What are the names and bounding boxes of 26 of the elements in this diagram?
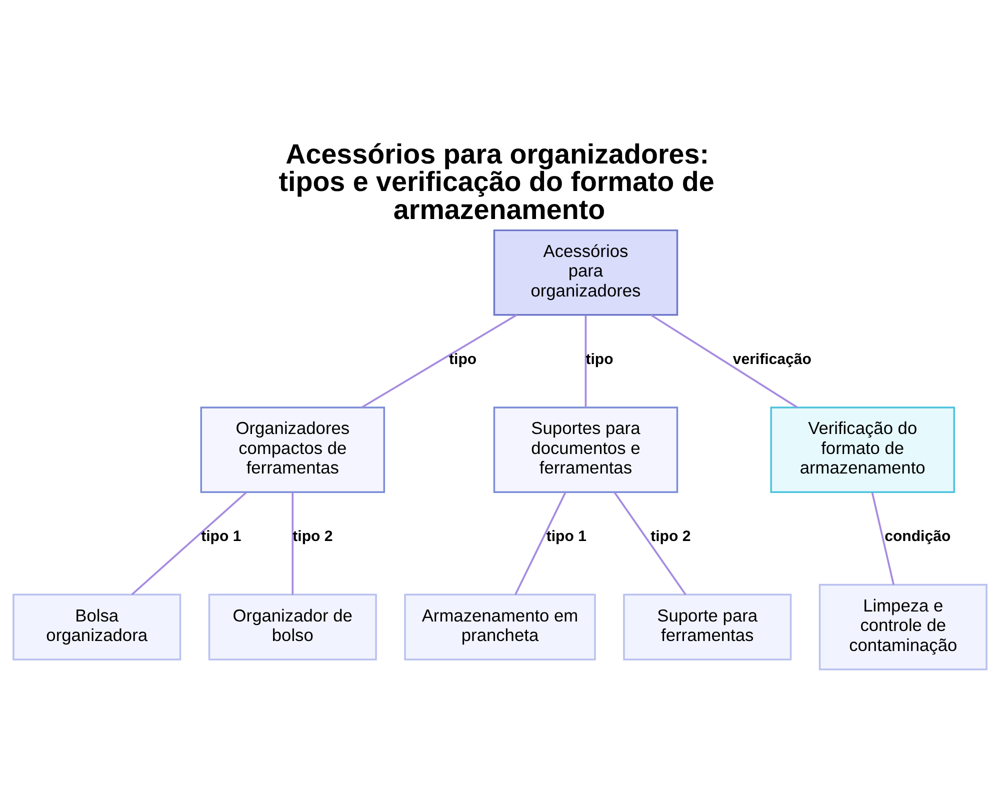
edge-label: tipo — [586, 350, 614, 368]
connector — [650, 314, 798, 408]
edge-label: verificação — [732, 350, 812, 368]
connector — [131, 491, 247, 595]
connector — [584, 314, 587, 408]
node-box: Limpeza e controle de contaminação — [818, 583, 988, 670]
connector — [871, 492, 895, 584]
diagram-title: Acessórios para organizadores: tipos e verificação do formato de armazenamento — [278, 138, 714, 224]
node-box: Armazenamento em prancheta — [404, 593, 596, 660]
node-box: Organizadores compactos de ferramentas — [200, 406, 386, 492]
edge-label: condição — [884, 528, 951, 545]
edge-label: tipo 2 — [650, 528, 691, 545]
node-box: Suportes para documentos e ferramentas — [493, 406, 678, 492]
node-box: Organizador de bolso — [208, 593, 377, 660]
edge-label: tipo 2 — [292, 528, 333, 545]
edge-label: tipo 1 — [546, 528, 586, 545]
node-box: Suporte para ferramentas — [623, 593, 792, 660]
node-box: Acessórios para organizadores — [493, 228, 678, 316]
connector — [514, 492, 566, 595]
connector — [614, 491, 686, 595]
edge-label: tipo — [449, 350, 477, 368]
connector — [292, 492, 294, 594]
connector — [361, 314, 518, 408]
node-box: Verificação do formato de armazenamento — [770, 406, 955, 492]
edge-label: tipo 1 — [201, 528, 242, 545]
node-box: Bolsa organizadora — [12, 593, 182, 660]
